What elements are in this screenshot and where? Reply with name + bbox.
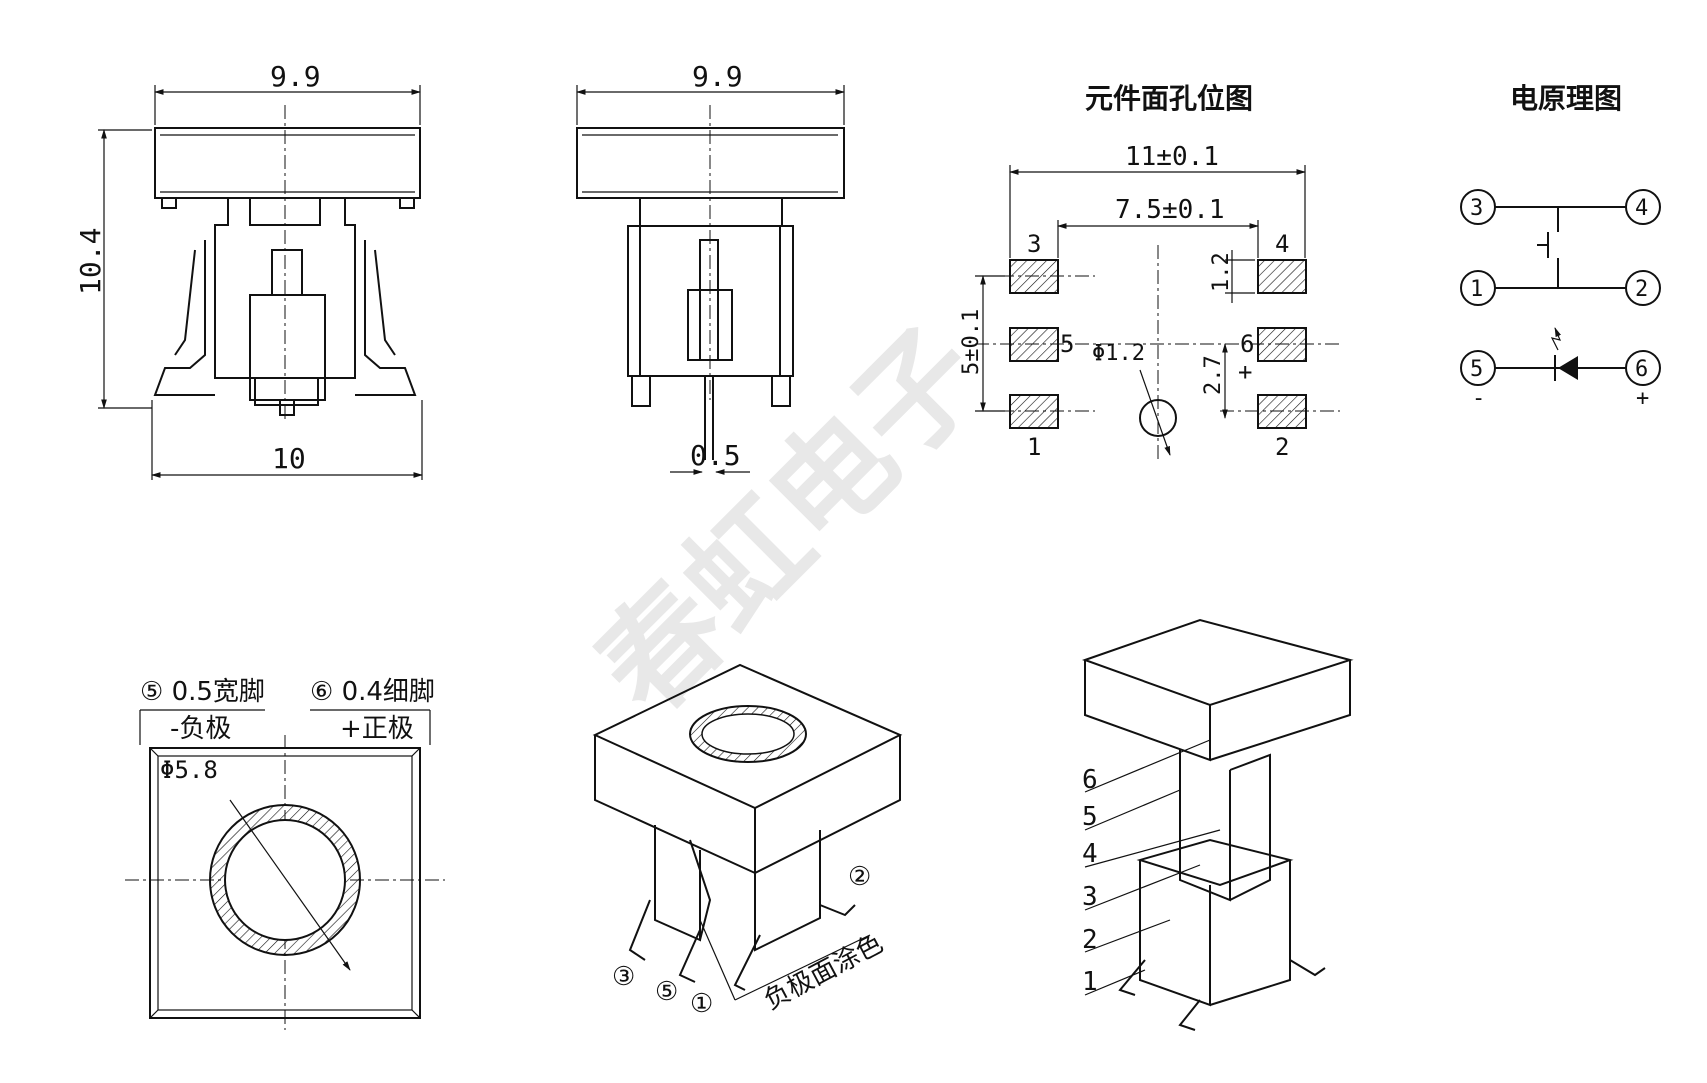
exploded-view: 6 5 4 3 2 1 bbox=[1082, 618, 1354, 1031]
svg-text:②: ② bbox=[848, 862, 871, 892]
top-view: ⑤ 0.5宽脚 -负极 ⑥ 0.4细脚 +正极 Φ5.8 bbox=[125, 677, 445, 1030]
dim-hole: Φ1.2 bbox=[1092, 341, 1145, 366]
svg-text:10.4: 10.4 bbox=[74, 228, 107, 295]
svg-text:5: 5 bbox=[1082, 802, 1098, 832]
svg-text:3: 3 bbox=[1470, 196, 1483, 221]
side-view: 9.9 0.5 bbox=[576, 60, 845, 475]
svg-text:0.5: 0.5 bbox=[690, 439, 741, 472]
svg-text:9.9: 9.9 bbox=[270, 60, 321, 93]
dim-inner-width: 7.5±0.1 bbox=[1115, 195, 1225, 225]
svg-text:⑤: ⑤ bbox=[655, 977, 678, 1007]
svg-text:⑥ 0.4细脚: ⑥ 0.4细脚 bbox=[310, 677, 435, 707]
dim-led-offset: 2.7 bbox=[1201, 355, 1226, 395]
svg-text:-负极: -负极 bbox=[170, 714, 231, 744]
lens-diameter: Φ5.8 bbox=[160, 756, 218, 784]
plus-sign: + bbox=[1238, 358, 1252, 386]
pin-label-6: 6 bbox=[1240, 330, 1254, 358]
pin-label-5: 5 bbox=[1060, 330, 1074, 358]
pin-label-1: 1 bbox=[1027, 433, 1041, 461]
dim-vertical-span: 5±0.1 bbox=[959, 309, 984, 375]
svg-text:6: 6 bbox=[1082, 765, 1098, 795]
dim-overall-width: 11±0.1 bbox=[1125, 142, 1219, 172]
front-view: 9.9 10.4 10 bbox=[74, 60, 423, 480]
footprint-view: 元件面孔位图 11±0.1 7.5±0.1 Φ1.2 1.2 bbox=[959, 82, 1340, 461]
svg-text:10: 10 bbox=[272, 442, 306, 475]
svg-text:6: 6 bbox=[1635, 357, 1648, 382]
dim-side-pin: 0.5 bbox=[670, 439, 750, 475]
svg-text:负极面涂色: 负极面涂色 bbox=[759, 929, 888, 1017]
svg-text:③: ③ bbox=[612, 962, 635, 992]
svg-text:-: - bbox=[1472, 386, 1485, 411]
pin-label-3: 3 bbox=[1027, 230, 1041, 258]
svg-text:⑤ 0.5宽脚: ⑤ 0.5宽脚 bbox=[140, 677, 265, 707]
svg-text:2: 2 bbox=[1082, 925, 1098, 955]
dim-front-height: 10.4 bbox=[74, 129, 152, 409]
dim-front-width-top: 9.9 bbox=[154, 60, 421, 125]
svg-text:1: 1 bbox=[1082, 967, 1098, 997]
dim-front-width-bottom: 10 bbox=[151, 400, 423, 480]
svg-text:2: 2 bbox=[1635, 277, 1648, 302]
svg-text:5: 5 bbox=[1470, 357, 1483, 382]
svg-text:+: + bbox=[1636, 386, 1649, 411]
pin-label-2: 2 bbox=[1275, 433, 1289, 461]
pin-label-4: 4 bbox=[1275, 230, 1289, 258]
svg-text:9.9: 9.9 bbox=[692, 60, 743, 93]
svg-text:4: 4 bbox=[1082, 839, 1098, 869]
svg-text:3: 3 bbox=[1082, 882, 1098, 912]
dim-side-width-top: 9.9 bbox=[576, 60, 845, 125]
svg-text:春虹电子: 春虹电子 bbox=[572, 303, 1010, 741]
dim-pad-height: 1.2 bbox=[1209, 252, 1234, 292]
iso-view: ③ ⑤ ① ② 负极面涂色 bbox=[592, 663, 903, 1019]
schematic-title: 电原理图 bbox=[1510, 82, 1622, 115]
svg-text:①: ① bbox=[690, 989, 713, 1019]
watermark: 春虹电子 bbox=[572, 303, 1010, 741]
footprint-title: 元件面孔位图 bbox=[1085, 82, 1253, 115]
svg-text:+正极: +正极 bbox=[340, 714, 414, 744]
part-callouts: 6 5 4 3 2 1 bbox=[1082, 739, 1221, 997]
svg-text:4: 4 bbox=[1635, 196, 1648, 221]
svg-text:1: 1 bbox=[1470, 277, 1483, 302]
schematic: 电原理图 3 4 1 2 5 6 - + bbox=[1460, 82, 1661, 411]
